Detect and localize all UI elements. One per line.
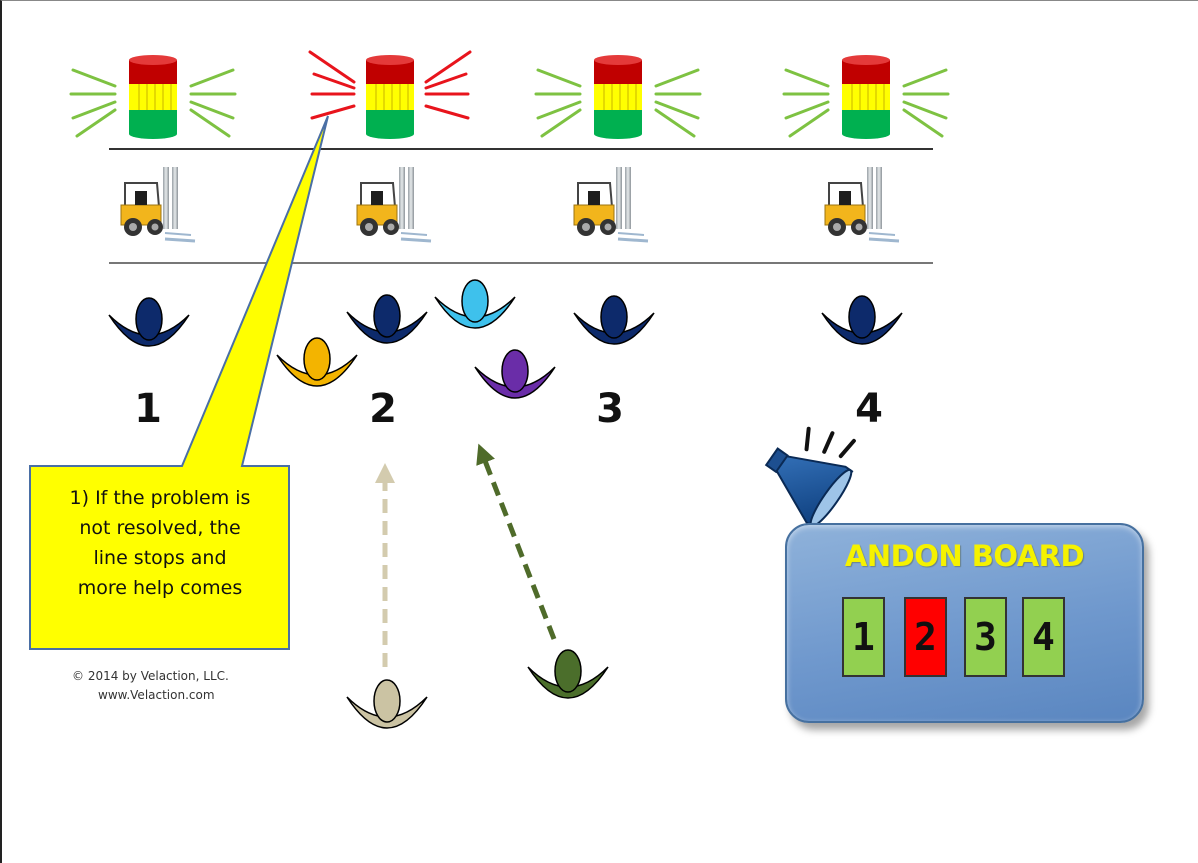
andon-tile-1: 1 xyxy=(842,597,885,677)
megaphone-icon xyxy=(764,426,856,529)
person-icon xyxy=(821,295,903,345)
person-icon xyxy=(527,649,609,699)
website-text: www.Velaction.com xyxy=(98,688,215,702)
andon-tile-2: 2 xyxy=(904,597,947,677)
copyright-text: © 2014 by Velaction, LLC. xyxy=(72,669,229,683)
station-number-3: 3 xyxy=(596,386,624,432)
callout-line: line stops and xyxy=(93,547,227,569)
person-icon xyxy=(434,279,516,329)
arrow-icon xyxy=(476,443,557,640)
person-icon xyxy=(276,337,358,387)
andon-light-icon xyxy=(534,55,702,139)
callout-line: not resolved, the xyxy=(79,517,241,539)
forklift-icon xyxy=(824,167,900,243)
forklift-icon xyxy=(573,167,649,243)
andon-light-icon xyxy=(308,50,472,139)
callout-text: 1) If the problem is not resolved, the l… xyxy=(32,483,288,603)
andon-light-icon xyxy=(69,55,237,139)
station-number-4: 4 xyxy=(855,386,883,432)
andon-board: ANDON BOARD 1 2 3 4 xyxy=(785,523,1144,723)
forklift-icon xyxy=(356,167,432,243)
person-icon xyxy=(474,349,556,399)
person-icon xyxy=(346,679,428,729)
person-icon xyxy=(573,295,655,345)
andon-board-title: ANDON BOARD xyxy=(844,539,1085,573)
person-icon xyxy=(346,294,428,344)
andon-tile-4: 4 xyxy=(1022,597,1065,677)
callout-balloon xyxy=(29,115,329,650)
person-icon xyxy=(108,297,190,347)
callout-line: 1) If the problem is xyxy=(69,487,251,509)
andon-light-icon xyxy=(782,55,950,139)
station-number-1: 1 xyxy=(134,386,162,432)
andon-tile-3: 3 xyxy=(964,597,1007,677)
forklift-icon xyxy=(120,167,196,243)
callout-line: more help comes xyxy=(77,577,243,599)
station-number-2: 2 xyxy=(369,386,397,432)
